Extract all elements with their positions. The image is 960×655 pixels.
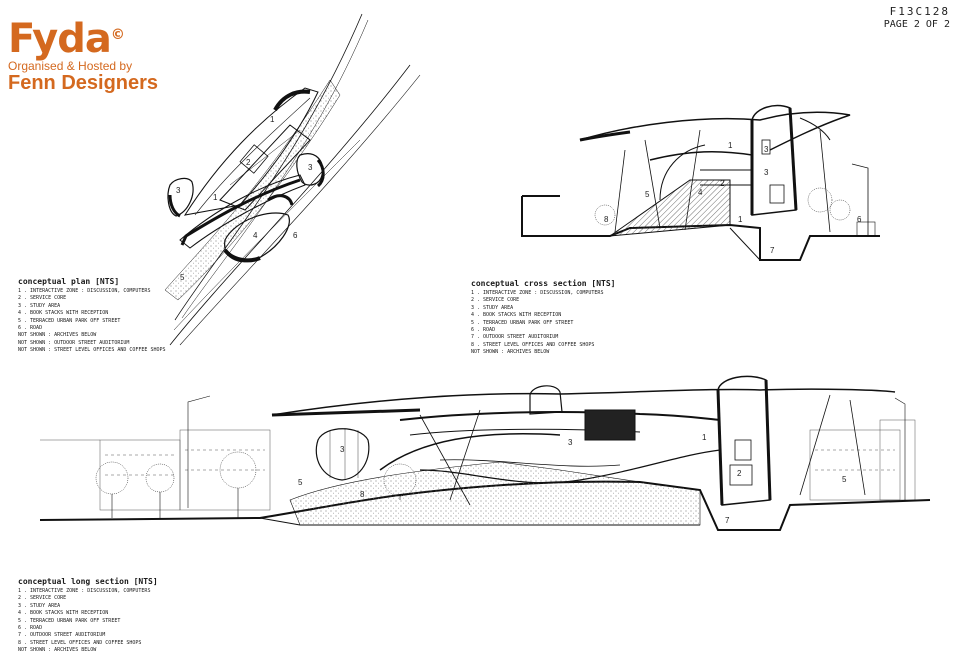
long-label: 5: [298, 478, 303, 487]
legend-item: 5 . TERRACED URBAN PARK OFF STREET: [18, 617, 121, 624]
legend-item: NOT SHOWN : ARCHIVES BELOW: [18, 332, 97, 339]
plan-label: 4: [253, 231, 258, 240]
logo-tagline: Organised & Hosted by: [8, 59, 133, 73]
long-label: 5: [842, 475, 847, 484]
logo-organizer: Fenn Designers: [8, 72, 159, 94]
cross-label: 7: [770, 246, 775, 255]
legend-item: 1 . INTERACTIVE ZONE : DISCUSSION, COMPU…: [18, 588, 151, 594]
legend-item: 4 . BOOK STACKS WITH RECEPTION: [471, 312, 562, 319]
long-section-caption: conceptual long section [NTS] 1 . INTERA…: [18, 577, 158, 655]
legend-item: 2 . SERVICE CORE: [18, 295, 67, 302]
long-label: 2: [737, 469, 742, 478]
legend-item: 6 . ROAD: [18, 325, 43, 332]
cross-section-title: conceptual cross section [NTS]: [471, 279, 616, 288]
legend-item: NOT SHOWN : ARCHIVES BELOW: [471, 349, 550, 356]
logo-mark: Fyda©: [8, 16, 125, 62]
cross-label: 6: [857, 215, 862, 224]
cross-label: 4: [698, 188, 703, 197]
legend-item: 5 . TERRACED URBAN PARK OFF STREET: [18, 317, 121, 324]
cross-label: 1: [728, 141, 733, 150]
long-section-title: conceptual long section [NTS]: [18, 577, 158, 586]
cross-label: 3: [764, 145, 769, 154]
legend-item: 1 . INTERACTIVE ZONE : DISCUSSION, COMPU…: [18, 288, 151, 294]
legend-item: 7 . OUTDOOR STREET AUDITORIUM: [18, 632, 106, 639]
legend-item: 3 . STUDY AREA: [471, 304, 514, 311]
plan-label: 5: [180, 273, 185, 282]
plan-label: 6: [293, 231, 298, 240]
plan-label: 1: [270, 115, 275, 124]
conceptual-cross-section-drawing: 1 3 3 2 5 4 1 8 6 7: [521, 104, 880, 261]
cross-label: 2: [720, 179, 725, 188]
plan-label: 2: [246, 158, 251, 167]
plan-label: 3: [176, 186, 181, 195]
long-label: 1: [702, 433, 707, 442]
cross-label: 5: [645, 190, 650, 199]
legend-item: 6 . ROAD: [18, 625, 43, 632]
long-label: 3: [340, 445, 345, 454]
long-section-legend: 1 . INTERACTIVE ZONE : DISCUSSION, COMPU…: [18, 588, 158, 655]
legend-item: 1 . INTERACTIVE ZONE : DISCUSSION, COMPU…: [471, 290, 604, 296]
legend-item: 7 . OUTDOOR STREET AUDITORIUM: [471, 334, 559, 341]
plan-label: 3: [308, 163, 313, 172]
long-label: 8: [360, 490, 365, 499]
cross-label: 1: [738, 215, 743, 224]
legend-item: 5 . TERRACED URBAN PARK OFF STREET: [471, 319, 574, 326]
long-label: 7: [725, 516, 730, 525]
brand-logo: Fyda© Organised & Hosted by Fenn Designe…: [8, 16, 168, 94]
cross-section-caption: conceptual cross section [NTS] 1 . INTER…: [471, 279, 616, 357]
plan-title: conceptual plan [NTS]: [18, 277, 120, 286]
legend-item: 2 . SERVICE CORE: [18, 595, 67, 602]
legend-item: 3 . STUDY AREA: [18, 302, 61, 309]
legend-item: NOT SHOWN : STREET LEVEL OFFICES AND COF…: [18, 347, 166, 354]
legend-item: 3 . STUDY AREA: [18, 602, 61, 609]
legend-item: 6 . ROAD: [471, 327, 496, 334]
conceptual-long-section-drawing: 3 5 8 3 1 2 7 5: [39, 375, 931, 531]
legend-item: NOT SHOWN : ARCHIVES BELOW: [18, 647, 97, 654]
cross-label: 3: [764, 168, 769, 177]
legend-item: 2 . SERVICE CORE: [471, 297, 520, 304]
legend-item: 4 . BOOK STACKS WITH RECEPTION: [18, 310, 109, 317]
conceptual-plan-drawing: 1 2 3 3 1 4 6 5: [164, 13, 421, 346]
plan-label: 1: [213, 193, 218, 202]
legend-item: 4 . BOOK STACKS WITH RECEPTION: [18, 610, 109, 617]
cross-label: 8: [604, 215, 609, 224]
plan-legend: 1 . INTERACTIVE ZONE : DISCUSSION, COMPU…: [18, 288, 166, 355]
long-label: 3: [568, 438, 573, 447]
legend-item: NOT SHOWN : OUTDOOR STREET AUDITORIUM: [18, 339, 130, 346]
sheet-reference: F13C128 PAGE 2 OF 2: [884, 5, 950, 31]
cross-section-legend: 1 . INTERACTIVE ZONE : DISCUSSION, COMPU…: [471, 290, 616, 357]
legend-item: 8 . STREET LEVEL OFFICES AND COFFEE SHOP…: [471, 341, 595, 348]
sheet-code: F13C128: [889, 5, 950, 18]
plan-caption: conceptual plan [NTS] 1 . INTERACTIVE ZO…: [18, 277, 166, 355]
legend-item: 8 . STREET LEVEL OFFICES AND COFFEE SHOP…: [18, 639, 142, 646]
page-number: PAGE 2 OF 2: [883, 19, 950, 30]
